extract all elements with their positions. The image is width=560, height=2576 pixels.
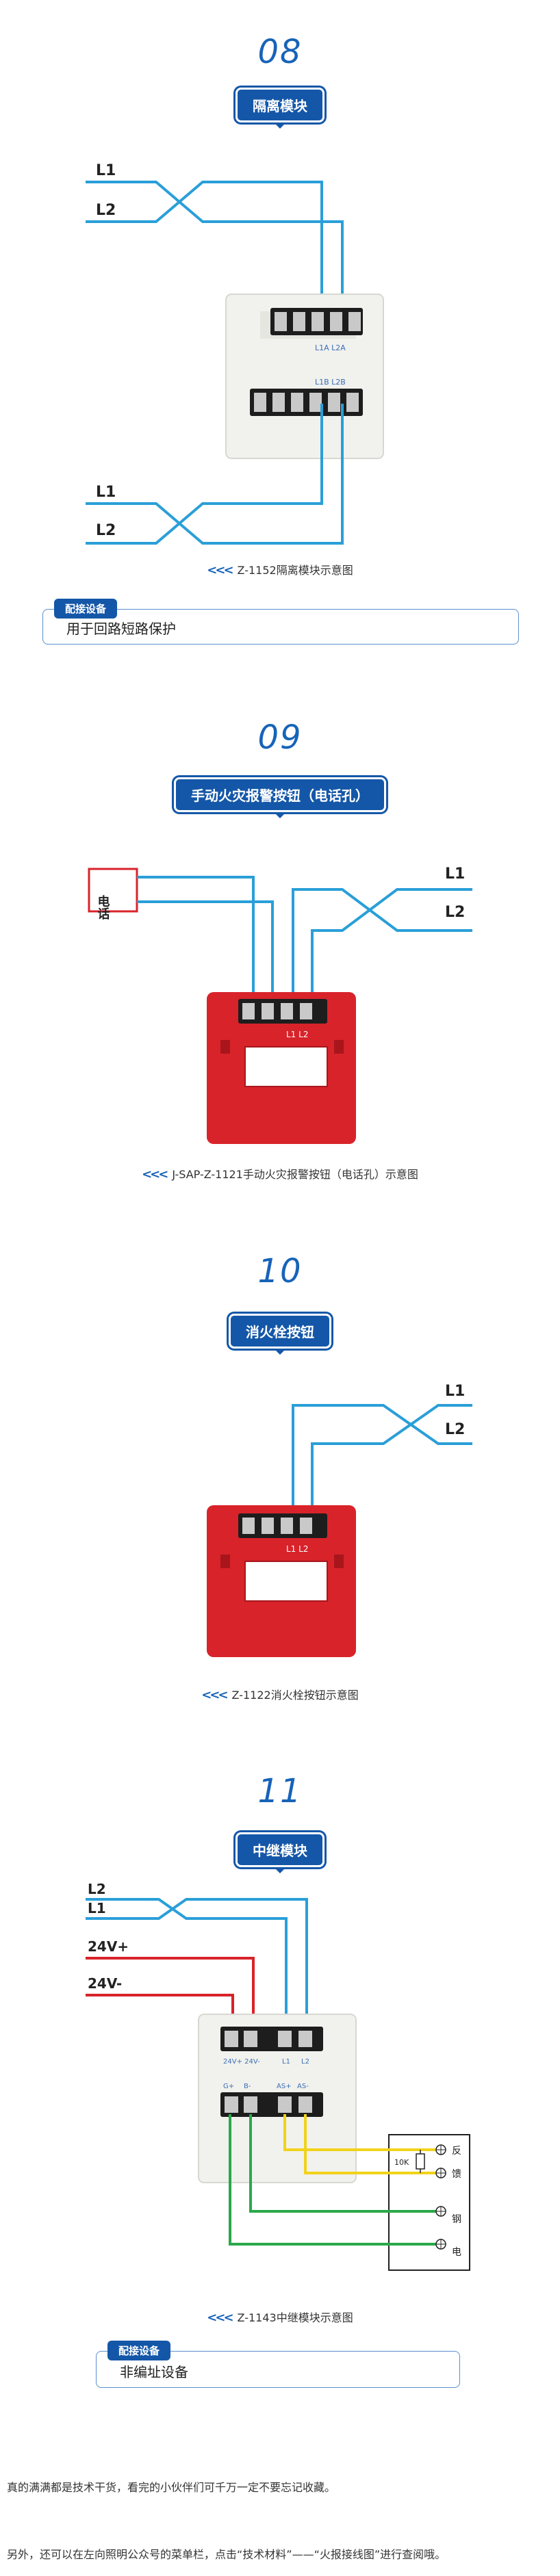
info-tag: 配接设备: [107, 2341, 171, 2360]
terminal-block-bottom: [250, 389, 363, 416]
info-box: 配接设备 非编址设备: [96, 2341, 460, 2388]
chevron-icon: <<<: [201, 1688, 228, 1702]
section-08: 08 隔离模块 L1 L2 L1A L2A L1B L2B L1 L2 <<: [0, 0, 560, 657]
wire-label-l2: L2: [445, 1421, 465, 1438]
wire-label-l2-top: L2: [96, 202, 116, 219]
terminal-label-top: L1A L2A: [315, 343, 346, 352]
section-title: 中继模块: [236, 1832, 324, 1873]
device-label-fan: 反: [452, 2146, 461, 2157]
section-number: 08: [257, 33, 303, 71]
section-11: 11 中继模块 L2 L1 24V+ 24V- 24V+ 24V- L1 L2 …: [0, 1758, 560, 2449]
wire-label-l1: L1: [445, 866, 465, 883]
section-number: 11: [257, 1772, 303, 1810]
wire-label-24v-minus: 24V-: [88, 1975, 122, 1992]
chevron-icon: <<<: [207, 563, 233, 577]
footer-text-1: 真的满满都是技术干货，看完的小伙伴们可千万一定不要忘记收藏。: [7, 2481, 336, 2494]
phone-label: 电话: [96, 894, 110, 920]
section-number: 09: [257, 718, 303, 757]
section-number: 10: [257, 1252, 303, 1290]
section-title: 隔离模块: [236, 88, 324, 129]
wire-label-l1-top: L1: [96, 162, 116, 179]
terminal-label-as-plus: AS+: [277, 2083, 292, 2090]
device-label-gang: 钢: [452, 2214, 461, 2225]
terminal-label-b: B-: [244, 2083, 251, 2090]
terminal-label-l1: L1: [282, 2058, 290, 2066]
info-box: 配接设备 用于回路短路保护: [42, 599, 519, 645]
caption-text: Z-1122消火栓按钮示意图: [231, 1689, 359, 1702]
device-label-kui: 馈: [452, 2169, 461, 2180]
section-title: 手动火灾报警按钮（电话孔）: [174, 777, 386, 818]
isolation-module-diagram: L1 L2 L1A L2A L1B L2B L1 L2: [86, 162, 384, 545]
wire-label-l1: L1: [88, 1900, 106, 1916]
terminal-label: L1 L2: [286, 1544, 308, 1554]
manual-alarm-button-diagram: 电话 L1 L2 L1 L2: [88, 866, 472, 1144]
info-tag: 配接设备: [54, 599, 118, 619]
terminal-label-g: G+: [223, 2083, 234, 2090]
wire-label-l1-bottom: L1: [96, 484, 116, 501]
wire-label-l2: L2: [445, 904, 465, 921]
section-title: 消火栓按钮: [229, 1314, 331, 1355]
caption-text: J-SAP-Z-1121手动火灾报警按钮（电话孔）示意图: [172, 1168, 418, 1181]
caption-text: Z-1152隔离模块示意图: [237, 564, 353, 577]
chevron-icon: <<<: [142, 1167, 168, 1182]
wire-label-l2: L2: [88, 1882, 106, 1897]
chevron-icon: <<<: [207, 2311, 233, 2325]
caption-text: Z-1143中继模块示意图: [237, 2311, 353, 2324]
terminal-label: L1 L2: [286, 1030, 308, 1039]
figure-caption: <<< J-SAP-Z-1121手动火灾报警按钮（电话孔）示意图: [0, 1165, 560, 1182]
terminal-label-24v: 24V+ 24V-: [223, 2058, 260, 2066]
info-text: 用于回路短路保护: [66, 621, 176, 637]
terminal-label-as-minus: AS-: [297, 2083, 309, 2090]
wire-label-24v-plus: 24V+: [88, 1938, 129, 1955]
wire-label-l2-bottom: L2: [96, 522, 116, 539]
terminal-block-top: [270, 308, 363, 335]
figure-caption: <<< Z-1152隔离模块示意图: [0, 561, 560, 577]
terminal-label-bottom: L1B L2B: [315, 378, 346, 387]
info-text: 非编址设备: [120, 2364, 188, 2380]
relay-module-diagram: L2 L1 24V+ 24V- 24V+ 24V- L1 L2 G+ B- AS…: [86, 1882, 470, 2271]
resistor-label: 10K: [394, 2158, 409, 2167]
section-10: 10 消火栓按钮 L1 L2 L1 L2 <<<Z-1122消火栓按钮示意图: [0, 1238, 560, 1731]
figure-caption: <<<Z-1122消火栓按钮示意图: [0, 1686, 560, 1702]
wire-label-l1: L1: [445, 1383, 465, 1400]
hydrant-button-diagram: L1 L2 L1 L2: [207, 1383, 472, 1657]
terminal-label-l2: L2: [301, 2058, 309, 2066]
figure-caption: <<< Z-1143中继模块示意图: [0, 2308, 560, 2325]
device-label-dian: 电: [452, 2247, 461, 2258]
footer-text-2: 另外，还可以在左向照明公众号的菜单栏，点击“技术材料”——“火报接线图”进行查阅…: [7, 2548, 446, 2561]
section-09: 09 手动火灾报警按钮（电话孔） 电话 L1 L2 L1 L2 <<< J-SAP…: [0, 705, 560, 1197]
